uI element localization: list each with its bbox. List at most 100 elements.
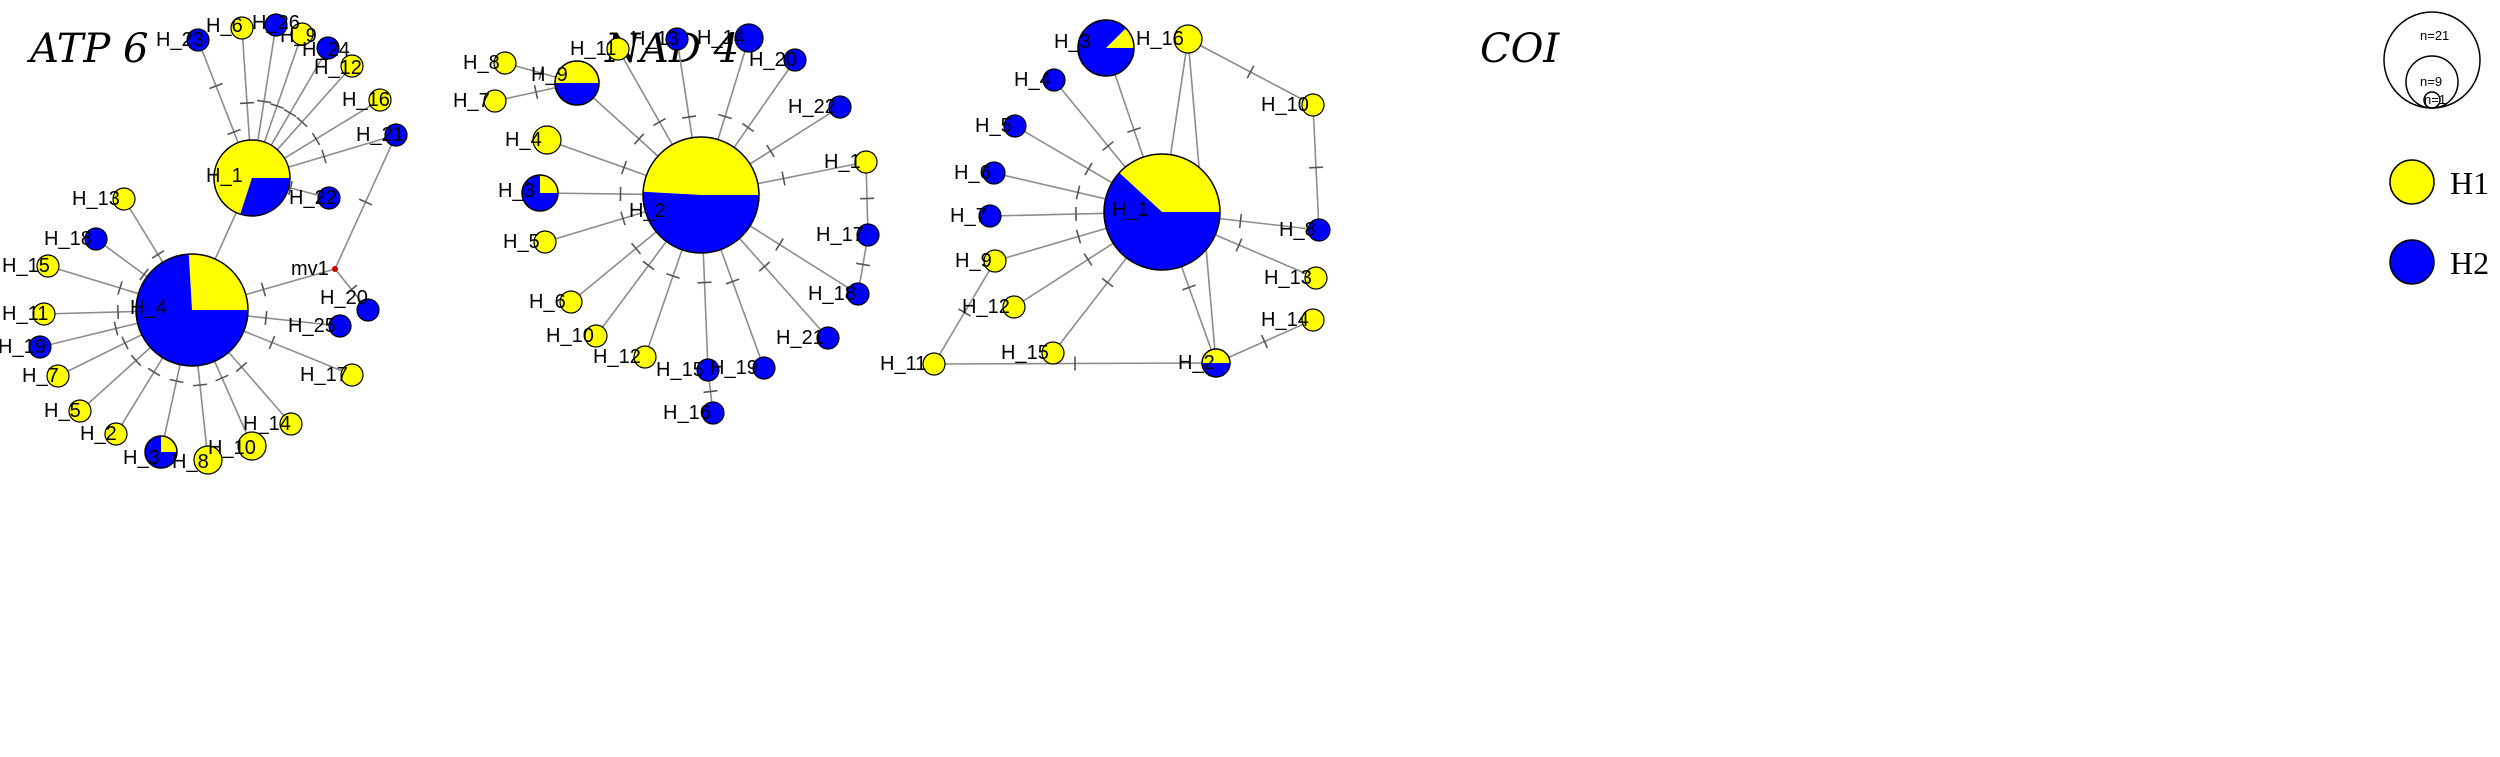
atp-6-node-circle <box>340 363 364 387</box>
atp-6-node-h-8: H_8 <box>172 445 223 475</box>
atp-6-node-circle <box>230 16 254 40</box>
nad-4-mutation-tick <box>538 66 544 80</box>
coi-node-circle <box>978 204 1002 228</box>
coi-mutation-tick <box>1084 162 1093 176</box>
nad-4-mutation-tick <box>620 211 626 226</box>
atp-6-label-h-17: H_17 <box>300 364 348 386</box>
coi-node-circle <box>1003 114 1027 138</box>
nad-4-node-h-20: H_20 <box>749 48 807 72</box>
atp-6-node-h-23: H_23 <box>156 28 210 52</box>
coi-label-h-9: H_9 <box>955 250 992 272</box>
nad-4-node-h-4: H_4 <box>505 125 562 155</box>
nad-4-node-circle <box>532 125 562 155</box>
nad-4-label-h-18: H_18 <box>808 283 856 305</box>
atp-6-node-h-24: H_24 <box>302 36 350 61</box>
coi-label-h-3: H_3 <box>1054 31 1091 53</box>
atp-6-node-circle <box>186 28 210 52</box>
coi-label-h-12: H_12 <box>962 296 1010 318</box>
nad-4-node-h-7: H_7 <box>453 89 507 113</box>
nad-4-node-circle <box>559 290 583 314</box>
nad-4-node-h-16: H_16 <box>663 401 725 425</box>
coi-label-h-8: H_8 <box>1279 219 1316 241</box>
nad-4-node-h-15: H_15 <box>656 358 720 382</box>
nad-4-node-circle <box>606 37 630 61</box>
nad-4-node-h-2: H_2 <box>629 136 760 254</box>
nad-4-node-outline <box>554 60 600 106</box>
atp-6-node-circle <box>237 431 267 461</box>
atp-6-label-h-19: H_19 <box>0 336 46 358</box>
atp-6-node-circle <box>317 186 341 210</box>
nad-4-node-h-1: H_1 <box>824 150 878 174</box>
coi-mutation-tick <box>1127 126 1141 134</box>
coi-node-h-5: H_5 <box>975 114 1027 138</box>
coi-label-h-14: H_14 <box>1261 309 1309 331</box>
nad-4-node-circle <box>828 95 852 119</box>
nad-4-node-h-13: H_13 <box>631 27 689 51</box>
nad-4-mutation-tick <box>620 160 628 175</box>
nad-4-mutation-tick <box>666 272 680 280</box>
atp-6-node-h-10: H_10 <box>208 431 267 461</box>
nad-4-node-circle <box>783 48 807 72</box>
atp-6-label-h-22: H_22 <box>289 187 337 209</box>
atp-6-node-h-12: H_12 <box>314 54 364 79</box>
coi-mutation-tick <box>1075 185 1081 200</box>
atp-6-node-circle <box>28 335 52 359</box>
nad-4-node-circle <box>701 401 725 425</box>
coi-node-h-4: H_4 <box>1014 68 1066 92</box>
coi-node-circle <box>1173 24 1203 54</box>
coi-node-circle <box>1002 295 1026 319</box>
coi-label-h-10: H_10 <box>1261 94 1309 116</box>
atp-6-slice-h1 <box>188 254 248 310</box>
atp-6-mutation-tick <box>287 181 294 195</box>
atp-6-node-circle <box>290 22 314 46</box>
atp-6-mutation-tick <box>256 99 272 104</box>
legend-label-h1: H1 <box>2450 165 2489 201</box>
atp-6-label-h-24: H_24 <box>302 39 350 61</box>
nad-4-node-h-22: H_22 <box>788 95 852 119</box>
coi-label-h-5: H_5 <box>975 115 1012 137</box>
coi-mutation-tick <box>1260 334 1269 349</box>
coi-slice-h2 <box>1104 172 1220 271</box>
atp-6-mutation-tick <box>121 336 129 350</box>
atp-6-node-circle <box>36 254 60 278</box>
nad-4-label-h-19: H_19 <box>710 357 758 379</box>
atp-6-label-h-10: H_10 <box>208 437 256 459</box>
nad-4-mutation-tick <box>741 122 755 133</box>
atp-6-mutation-tick <box>239 101 255 105</box>
atp-6-node-circle <box>112 187 136 211</box>
coi-node-circle <box>922 352 946 376</box>
nad-4-label-h-1: H_1 <box>824 151 861 173</box>
atp-6-label-h-7: H_7 <box>22 365 59 387</box>
atp-6-mutation-tick <box>227 128 241 136</box>
coi-slice-h1 <box>1119 154 1220 212</box>
coi-mutation-tick <box>1101 277 1114 288</box>
nad-4-mutation-tick <box>633 133 645 145</box>
nad-4-slice-h2 <box>522 175 558 211</box>
nad-4-label-h-3: H_3 <box>498 180 535 202</box>
coi-slice-h2 <box>1078 19 1134 76</box>
atp-6-node-circle <box>84 227 108 251</box>
atp-6-node-h-14: H_14 <box>243 412 303 436</box>
nad-4-node-h-8: H_8 <box>463 51 517 75</box>
atp-6-node-h-9: H_9 <box>280 22 317 47</box>
atp-6-node-circle <box>356 298 380 322</box>
atp-6-node-circle <box>328 314 352 338</box>
atp-6-label-h-26: H_26 <box>252 12 300 34</box>
coi-mutation-tick <box>1308 166 1324 169</box>
atp-6-node-h-22: H_22 <box>289 186 341 210</box>
coi-node-circle <box>1301 308 1325 332</box>
nad-4-label-h-7: H_7 <box>453 90 490 112</box>
atp-6-label-h-13: H_13 <box>72 188 120 210</box>
atp-6-slice-h2 <box>240 178 290 217</box>
atp-6-label-h-6: H_6 <box>206 15 243 37</box>
legend-size-circle-small <box>2423 91 2441 109</box>
nad-4-node-h-12: H_12 <box>593 345 657 369</box>
coi-mutation-tick <box>1102 140 1114 152</box>
coi-node-circle <box>1307 218 1331 242</box>
atp-6-slice-h2 <box>136 254 248 367</box>
coi-node-circle <box>983 249 1007 273</box>
atp-6-mutation-tick <box>169 378 184 384</box>
atp-6-node-circle <box>368 88 392 112</box>
atp-6-node-h-16: H_16 <box>342 88 392 112</box>
network-coi: COI H_1H_2H_3H_4H_5H_6H_7H_8H_9H_10H_11H… <box>880 19 1560 378</box>
